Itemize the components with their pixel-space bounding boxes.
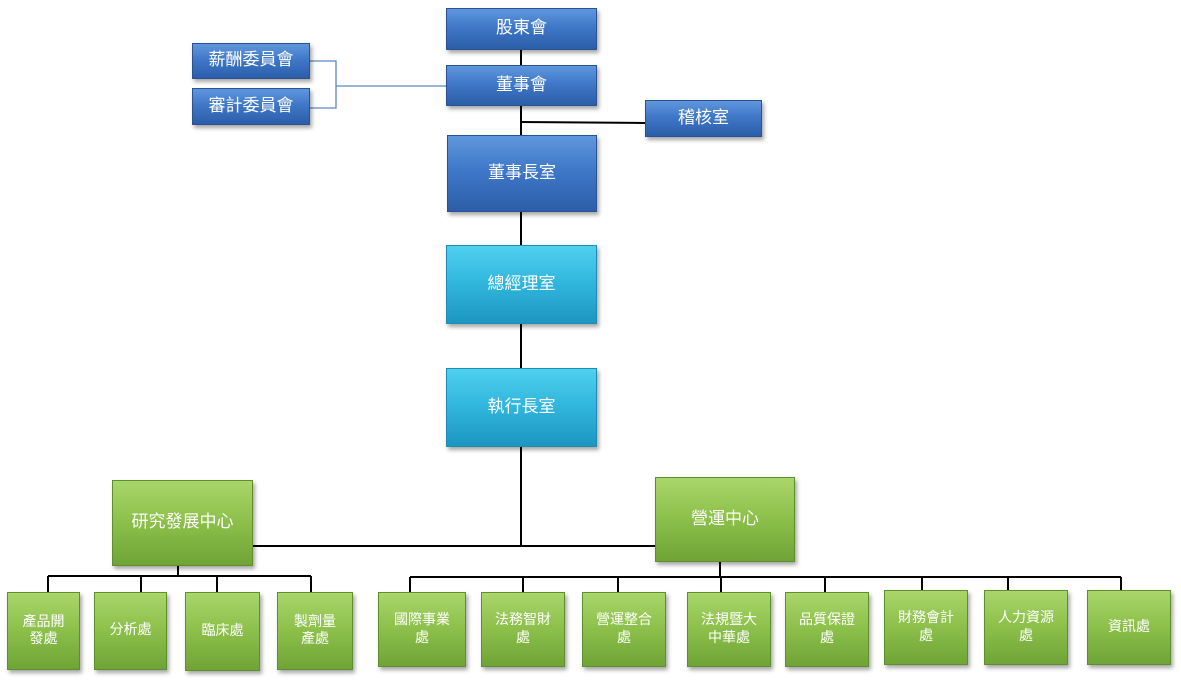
ops-unit-label: 資訊處 [1108, 618, 1150, 635]
ceo-office-box: 執行長室 [446, 368, 597, 447]
ops-unit-label: 財務會計處 [898, 610, 954, 644]
ops-unit-box: 財務會計處 [884, 590, 968, 665]
ops-unit-label: 人力資源處 [998, 610, 1054, 644]
ops-center-box: 營運中心 [655, 477, 795, 562]
ops-unit-box: 營運整合處 [582, 592, 666, 667]
ops-center-label: 營運中心 [691, 508, 759, 529]
rd-unit-label: 臨床處 [201, 622, 244, 639]
ops-unit-label: 國際事業處 [394, 612, 450, 646]
rd-center-label: 研究發展中心 [131, 512, 234, 533]
gm-office-label: 總經理室 [487, 273, 556, 294]
ceo-office-label: 執行長室 [487, 396, 556, 417]
shareholders-label: 股東會 [496, 18, 547, 39]
ops-unit-label: 法務智財處 [495, 612, 551, 646]
ops-unit-box: 法規暨大中華處 [687, 592, 771, 667]
chairman-office-label: 董事長室 [488, 162, 556, 183]
chairman-office-box: 董事長室 [447, 135, 597, 212]
rd-unit-box: 產品開發處 [7, 592, 80, 670]
rd-unit-label: 分析處 [109, 622, 152, 639]
audit-office-label: 稽核室 [678, 107, 729, 128]
ops-unit-box: 資訊處 [1087, 590, 1171, 665]
rd-unit-box: 分析處 [94, 592, 167, 670]
ops-unit-label: 法規暨大中華處 [701, 612, 757, 646]
compensation-committee-label: 薪酬委員會 [208, 50, 294, 71]
ops-unit-box: 國際事業處 [378, 592, 466, 667]
rd-unit-box: 製劑量產處 [277, 592, 353, 670]
board-box: 董事會 [446, 65, 597, 106]
rd-unit-label: 製劑量產處 [294, 613, 336, 648]
audit-committee-box: 審計委員會 [192, 88, 310, 125]
board-label: 董事會 [496, 74, 547, 95]
rd-center-box: 研究發展中心 [112, 480, 253, 566]
rd-unit-box: 臨床處 [185, 592, 260, 671]
ops-unit-box: 品質保證處 [785, 592, 869, 667]
gm-office-box: 總經理室 [446, 245, 597, 324]
audit-office-box: 稽核室 [645, 100, 762, 137]
ops-unit-label: 品質保證處 [799, 612, 855, 646]
audit-committee-label: 審計委員會 [208, 95, 294, 116]
rd-unit-label: 產品開發處 [22, 613, 65, 648]
compensation-committee-box: 薪酬委員會 [192, 43, 310, 79]
ops-unit-box: 法務智財處 [481, 592, 565, 667]
shareholders-box: 股東會 [446, 8, 597, 50]
ops-unit-label: 營運整合處 [596, 612, 652, 646]
ops-unit-box: 人力資源處 [984, 590, 1068, 665]
